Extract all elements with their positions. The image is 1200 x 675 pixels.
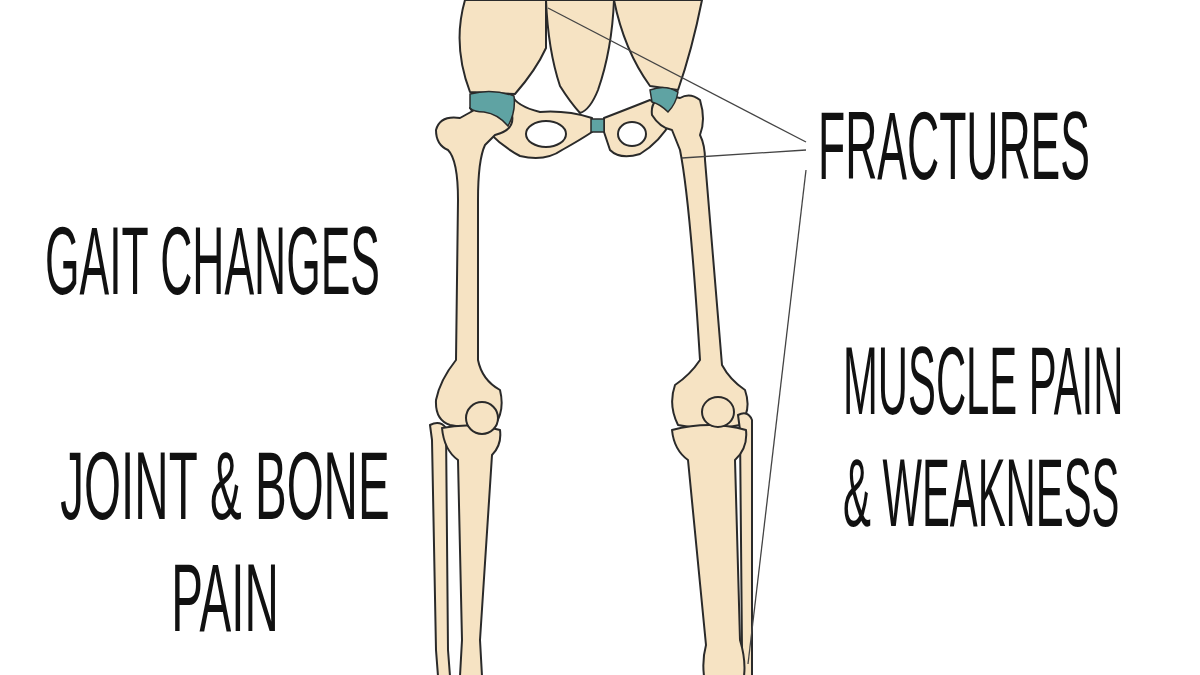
symptom-label: GAIT CHANGES	[45, 205, 380, 317]
right-ilium	[614, 0, 702, 90]
leader-line	[548, 8, 806, 142]
leader-line	[748, 170, 806, 664]
right-hip-cartilage	[650, 87, 678, 112]
symptom-label: MUSCLE PAIN & WEAKNESS	[843, 325, 1150, 549]
left-obturator	[526, 121, 566, 147]
leader-line	[682, 150, 806, 158]
symptom-label: JOINT & BONE PAIN	[45, 430, 405, 654]
pubic-symphysis	[591, 119, 604, 132]
left-femur	[436, 103, 512, 428]
right-patella	[702, 397, 734, 427]
left-fibula	[430, 423, 450, 675]
left-patella	[466, 402, 498, 434]
left-hip-cartilage	[470, 91, 514, 126]
right-femur	[652, 95, 748, 429]
sacrum	[546, 0, 614, 113]
right-obturator	[618, 122, 646, 146]
left-ilium	[460, 0, 546, 94]
symptom-label: FRACTURES	[818, 90, 1090, 202]
left-tibia	[442, 425, 500, 675]
right-tibia	[672, 425, 746, 675]
